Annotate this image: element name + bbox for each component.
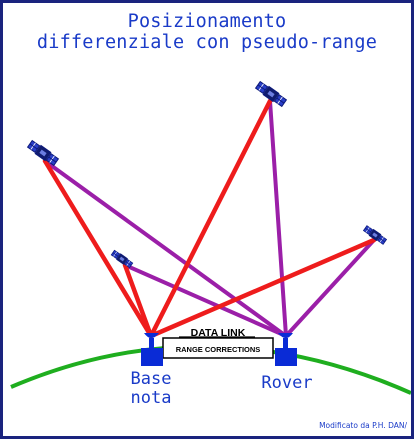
satellite-icon bbox=[110, 249, 134, 269]
title-line-2: differenziale con pseudo-range bbox=[36, 32, 378, 53]
rover-label: Rover bbox=[261, 373, 313, 393]
base-label-line-1: Base bbox=[130, 369, 172, 389]
credit-text: Modificato da P.H. DAN/ bbox=[319, 421, 407, 430]
base-label-line-2: nota bbox=[130, 388, 172, 408]
data-link-box bbox=[162, 336, 274, 359]
data-link-label: DATA LINK bbox=[191, 327, 246, 339]
base-range-lines bbox=[42, 98, 377, 339]
base-station-label: Base nota bbox=[111, 370, 191, 408]
rover-range-lines bbox=[43, 99, 376, 338]
diagram-title: Posizionamento differenziale con pseudo-… bbox=[3, 11, 411, 53]
title-line-1: Posizionamento bbox=[127, 11, 287, 32]
gps-diagram: DATA LINK RANGE CORRECTIONS bbox=[10, 80, 411, 395]
gps-antenna-icon bbox=[141, 333, 163, 366]
range-corrections-label: RANGE CORRECTIONS bbox=[176, 345, 261, 354]
gps-antenna-icon bbox=[275, 333, 297, 366]
satellite-icon bbox=[26, 139, 60, 167]
